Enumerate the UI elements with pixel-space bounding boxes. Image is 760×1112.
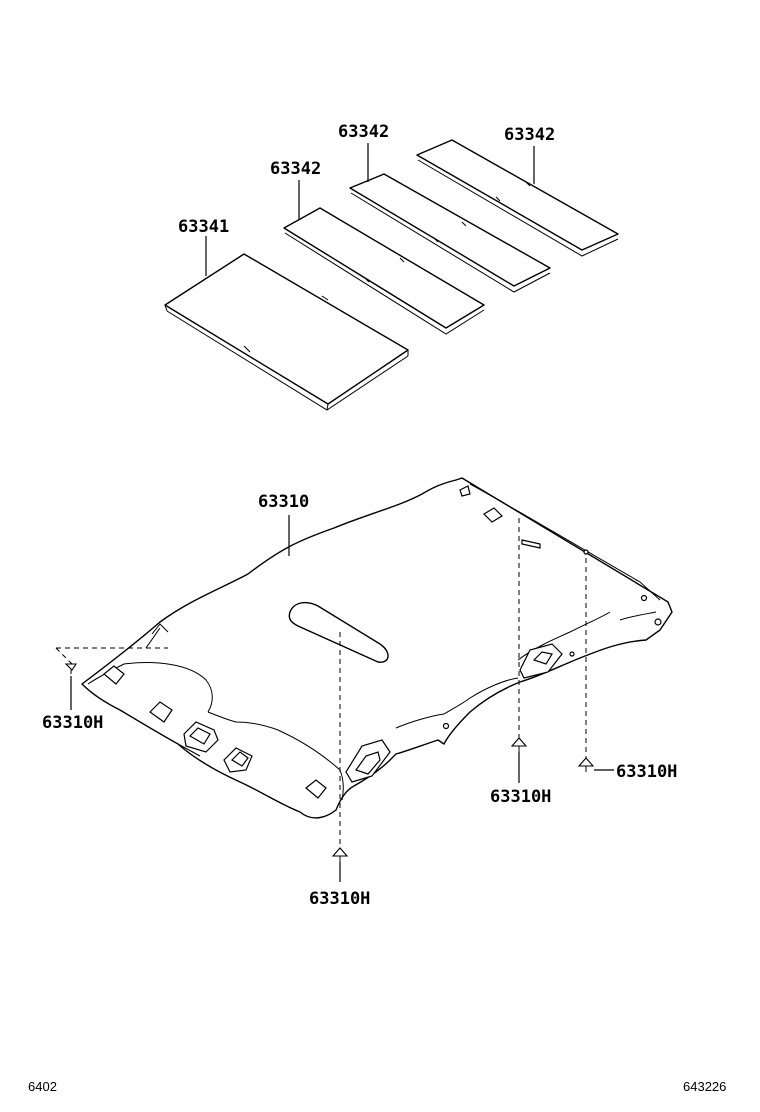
pad-63342-c[interactable] — [416, 139, 619, 257]
footer-left-code: 6402 — [28, 1079, 57, 1094]
clip-right[interactable] — [577, 757, 595, 772]
label-63342-c: 63342 — [504, 125, 555, 145]
headliner-63310[interactable] — [81, 477, 673, 819]
locator-line-left — [55, 647, 168, 665]
pad-63342-a[interactable] — [283, 207, 485, 335]
pad-63342-b[interactable] — [349, 173, 551, 293]
label-clip-left: 63310H — [42, 713, 103, 733]
label-63342-a: 63342 — [270, 159, 321, 179]
pad-63341[interactable] — [164, 253, 409, 411]
label-clip-center: 63310H — [309, 889, 370, 909]
label-63342-b: 63342 — [338, 122, 389, 142]
label-clip-mid: 63310H — [490, 787, 551, 807]
clip-mid[interactable] — [510, 737, 528, 752]
clip-center[interactable] — [331, 847, 349, 862]
label-clip-right: 63310H — [616, 762, 677, 782]
footer-right-code: 643226 — [683, 1079, 726, 1094]
label-63341: 63341 — [178, 217, 229, 237]
clip-left[interactable] — [64, 663, 78, 674]
label-63310: 63310 — [258, 492, 309, 512]
